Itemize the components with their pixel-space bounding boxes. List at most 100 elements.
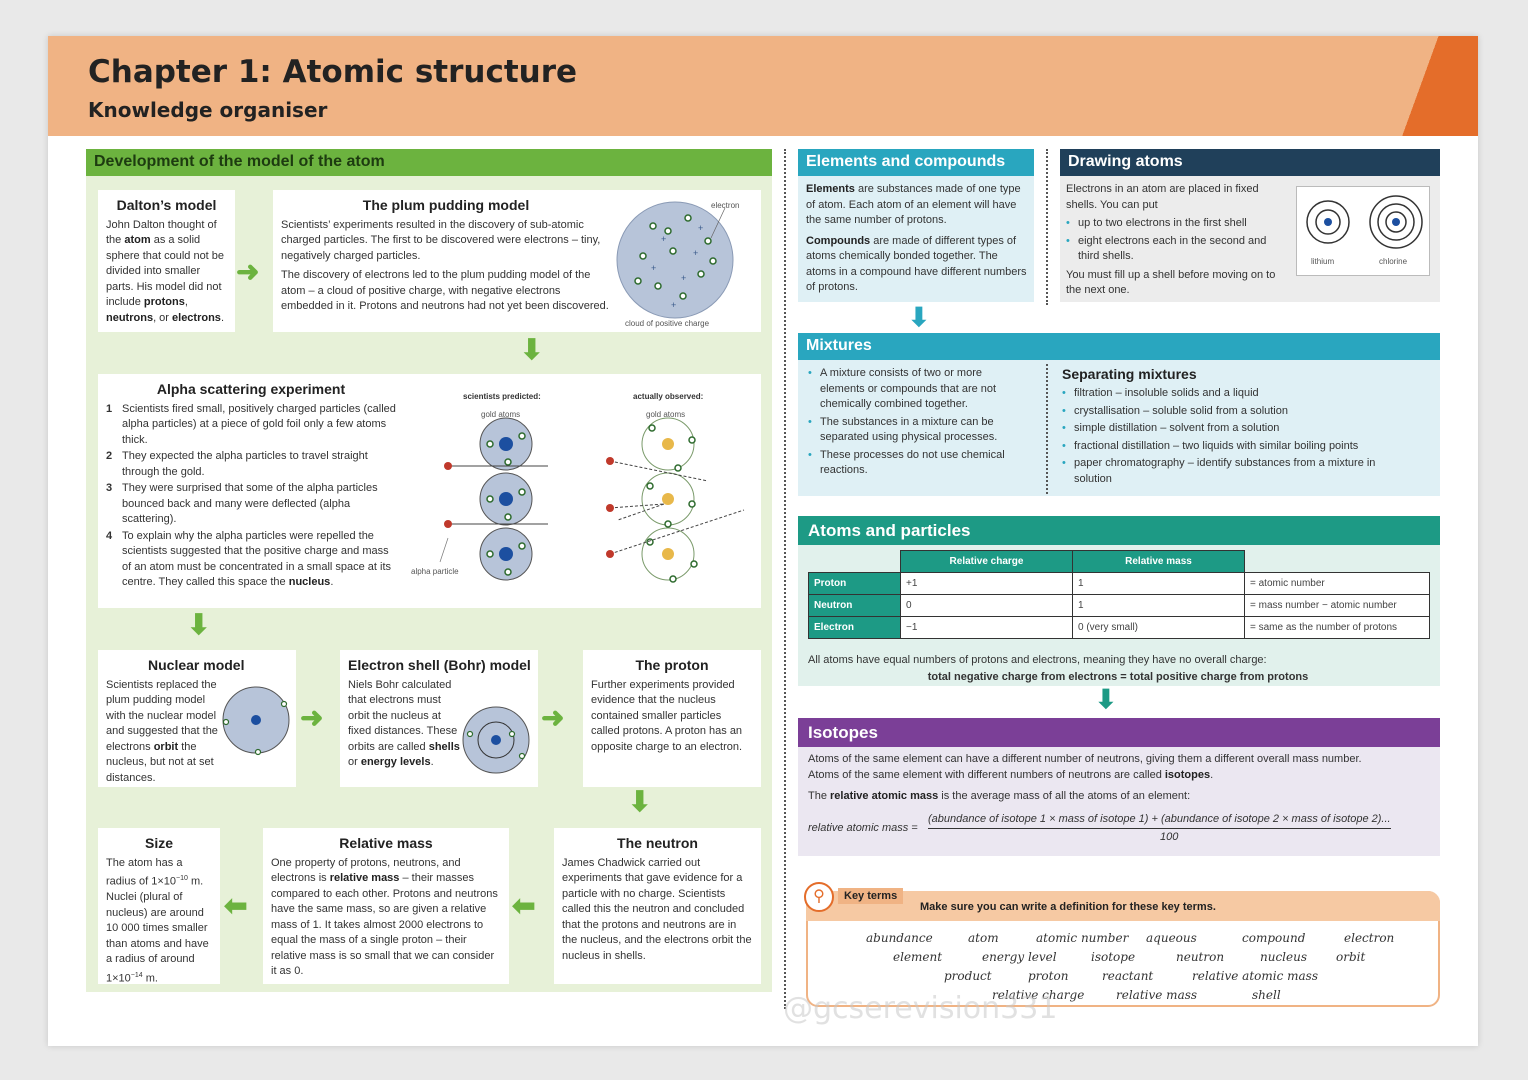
size-title: Size (144, 835, 173, 851)
key-icon: ⚲ (804, 882, 834, 912)
column-divider (1046, 364, 1048, 494)
bohr-model-title: Electron shell (Bohr) model (348, 657, 531, 673)
drawing-atoms-rule: eight electrons each in the second and t… (1066, 234, 1288, 265)
arrow-down-icon: ⬇ (628, 786, 652, 817)
label-actually-observed: actually observed: (633, 392, 704, 401)
rel-atomic-mass-label: relative atomic mass = (808, 822, 918, 834)
header-arrow-decoration (1388, 36, 1478, 136)
key-term: atom (968, 931, 999, 945)
arrow-left-icon: ⬅ (224, 890, 248, 921)
key-term: energy level (982, 950, 1057, 964)
rel-atomic-mass-numerator: (abundance of isotope 1 × mass of isotop… (928, 812, 1391, 829)
development-section-title: Development of the model of the atom (86, 149, 772, 176)
key-term: shell (1252, 988, 1281, 1002)
nuclear-model-title: Nuclear model (148, 657, 245, 673)
lithium-atom-diagram (1306, 200, 1350, 244)
arrow-down-icon: ⬇ (520, 334, 544, 365)
proton-title: The proton (635, 657, 709, 673)
watermark: @gcserevision331 (783, 991, 1058, 1026)
predicted-gold-atoms (439, 417, 548, 581)
label-lithium: lithium (1311, 257, 1335, 266)
column-divider (1046, 149, 1048, 305)
plum-pudding-title: The plum pudding model (362, 197, 530, 213)
bohr-model-diagram (462, 706, 530, 774)
arrow-left-icon: ⬅ (512, 890, 536, 921)
knowledge-organiser-sheet: Chapter 1: Atomic structure Knowledge or… (48, 36, 1478, 1046)
plum-label-electron: electron (711, 201, 740, 210)
key-term: proton (1028, 969, 1069, 983)
neutron-title: The neutron (617, 835, 698, 851)
arrow-down-icon: ⬇ (187, 609, 211, 640)
key-term: aqueous (1146, 931, 1197, 945)
mixtures-point: These processes do not use chemical reac… (808, 448, 1020, 479)
label-gold-atoms-predicted: gold atoms (481, 410, 521, 419)
svg-text:+: + (698, 223, 703, 233)
header-banner: Chapter 1: Atomic structure Knowledge or… (48, 36, 1478, 136)
svg-text:+: + (681, 273, 686, 283)
nuclear-model-card: Nuclear model Scientists replaced the pl… (98, 650, 296, 787)
arrow-right-icon: ➜ (541, 702, 565, 733)
size-card: Size The atom has a radius of 1×10−10 m.… (98, 828, 220, 984)
proton-text: Further experiments provided evidence th… (591, 678, 743, 753)
atoms-particles-title: Atoms and particles (798, 516, 1440, 545)
key-term: neutron (1176, 950, 1225, 964)
isotopes-title: Isotopes (798, 718, 1440, 747)
nuclear-model-diagram (222, 686, 290, 756)
column-divider (784, 149, 786, 1009)
isotopes-text: Atoms of the same element can have a dif… (808, 753, 1362, 802)
page-subtitle: Knowledge organiser (88, 98, 328, 122)
neutron-card: The neutron James Chadwick carried out e… (554, 828, 761, 984)
separation-method: fractional distillation – two liquids wi… (1062, 439, 1412, 455)
separation-method: crystallisation – soluble solid from a s… (1062, 404, 1412, 420)
drawing-atoms-title: Drawing atoms (1060, 149, 1440, 176)
label-chlorine: chlorine (1379, 257, 1408, 266)
plum-pudding-diagram: ++++++ (616, 201, 734, 319)
separation-method: filtration – insoluble solids and a liqu… (1062, 386, 1412, 402)
header-relative-mass: Relative mass (1072, 550, 1245, 573)
svg-text:+: + (661, 234, 666, 244)
key-term: product (944, 969, 992, 983)
key-terms-instruction: Make sure you can write a definition for… (920, 901, 1216, 913)
key-term: compound (1242, 931, 1306, 945)
key-terms-badge: Key terms (838, 888, 904, 904)
key-term: element (893, 950, 943, 964)
key-term: isotope (1091, 950, 1136, 964)
arrow-down-icon: ⬇ (1095, 684, 1117, 714)
label-scientists-predicted: scientists predicted: (463, 392, 541, 401)
relative-mass-title: Relative mass (339, 835, 433, 851)
drawing-atoms-rule: up to two electrons in the first shell (1066, 216, 1288, 232)
key-term: orbit (1336, 950, 1366, 964)
key-term: relative charge (992, 988, 1085, 1002)
mixtures-point: A mixture consists of two or more elemen… (808, 366, 1020, 413)
particles-equation: total negative charge from electrons = t… (927, 671, 1309, 683)
alpha-scattering-diagram (439, 417, 745, 583)
dalton-text: John Dalton thought of the atom as a sol… (106, 218, 225, 324)
plum-pudding-p2: The discovery of electrons led to the pl… (281, 269, 609, 312)
page-title: Chapter 1: Atomic structure (88, 54, 578, 90)
key-term: atomic number (1036, 931, 1129, 945)
plum-label-cloud: cloud of positive charge (625, 319, 710, 328)
key-term: reactant (1102, 969, 1154, 983)
key-terms-header-bar (806, 891, 1440, 921)
key-term: relative atomic mass (1192, 969, 1318, 983)
relative-mass-card: Relative mass One property of protons, n… (263, 828, 509, 984)
key-term: abundance (866, 931, 933, 945)
particles-summary: All atoms have equal numbers of protons … (808, 654, 1267, 666)
separation-method: simple distillation – solvent from a sol… (1062, 421, 1412, 437)
plum-pudding-card: The plum pudding model Scientists’ exper… (273, 190, 761, 332)
key-term: relative mass (1116, 988, 1198, 1002)
dalton-title: Dalton’s model (116, 197, 217, 213)
drawing-atoms-text: Electrons in an atom are placed in fixed… (1066, 182, 1288, 299)
dalton-card: Dalton’s model John Dalton thought of th… (98, 190, 235, 332)
arrow-down-icon: ⬇ (908, 302, 930, 332)
